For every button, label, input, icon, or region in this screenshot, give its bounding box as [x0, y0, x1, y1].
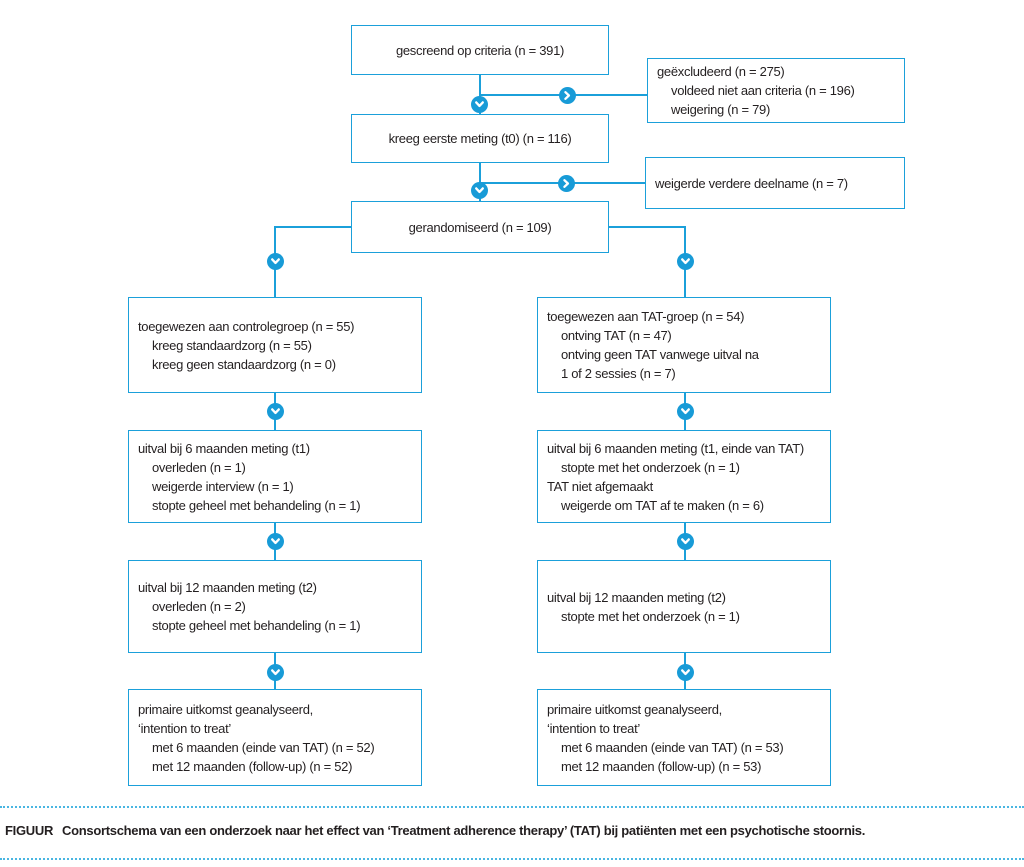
arrow-right-icon [559, 87, 576, 104]
box-text: ‘intention to treat’ [138, 720, 232, 736]
box-text: weigerde interview (n = 1) [152, 478, 294, 494]
arrow-down-icon [677, 403, 694, 420]
box-text: geëxcludeerd (n = 275) [657, 64, 785, 79]
box-tat-dropout-t2: uitval bij 12 maanden meting (t2) stopte… [537, 560, 831, 653]
box-screened: gescreend op criteria (n = 391) [351, 25, 609, 75]
box-control-primary-analysis: primaire uitkomst geanalyseerd, ‘intenti… [128, 689, 422, 786]
box-text: gerandomiseerd (n = 109) [408, 219, 552, 235]
box-text: gescreend op criteria (n = 391) [395, 42, 565, 58]
caption-bottom-rule [0, 858, 1024, 860]
box-text: met 6 maanden (einde van TAT) (n = 53) [561, 739, 784, 755]
box-text: ontving geen TAT vanwege uitval na [561, 347, 759, 362]
box-text: met 12 maanden (follow-up) (n = 53) [561, 758, 762, 774]
box-refused-further-participation: weigerde verdere deelname (n = 7) [645, 157, 905, 209]
box-text: 1 of 2 sessies (n = 7) [561, 366, 676, 381]
box-text: uitval bij 12 maanden meting (t2) [138, 580, 317, 595]
box-tat-dropout-t1: uitval bij 6 maanden meting (t1, einde v… [537, 430, 831, 523]
box-text: stopte met het onderzoek (n = 1) [561, 459, 740, 475]
box-randomised: gerandomiseerd (n = 109) [351, 201, 609, 253]
box-text: overleden (n = 1) [152, 459, 246, 475]
arrow-down-icon [267, 403, 284, 420]
box-text: toegewezen aan TAT-groep (n = 54) [547, 309, 745, 324]
figure-caption-label: FIGUUR [5, 823, 54, 838]
box-control-dropout-t1: uitval bij 6 maanden meting (t1) overled… [128, 430, 422, 523]
arrow-down-icon [471, 182, 488, 199]
box-text: weigering (n = 79) [671, 102, 771, 117]
arrow-right-icon [558, 175, 575, 192]
box-text: TAT niet afgemaakt [547, 478, 653, 494]
box-text: kreeg standaardzorg (n = 55) [152, 337, 312, 353]
arrow-down-icon [677, 664, 694, 681]
box-text: kreeg eerste meting (t0) (n = 116) [388, 131, 572, 146]
caption-top-rule [0, 806, 1024, 808]
figure-caption: FIGUUR Consortschema van een onderzoek na… [5, 822, 1019, 840]
box-text: uitval bij 6 maanden meting (t1) [138, 440, 310, 456]
box-tat-primary-analysis: primaire uitkomst geanalyseerd, ‘intenti… [537, 689, 831, 786]
box-text: weigerde om TAT af te maken (n = 6) [561, 497, 764, 513]
arrow-down-icon [677, 253, 694, 270]
box-text: stopte geheel met behandeling (n = 1) [152, 497, 361, 513]
box-text: met 12 maanden (follow-up) (n = 52) [152, 758, 353, 774]
box-excluded: geëxcludeerd (n = 275) voldeed niet aan … [647, 58, 905, 123]
box-text: weigerde verdere deelname (n = 7) [655, 175, 848, 191]
box-text: voldeed niet aan criteria (n = 196) [671, 83, 855, 98]
figure-caption-text: Consortschema van een onderzoek naar het… [62, 823, 866, 838]
box-text: ‘intention to treat’ [547, 720, 641, 736]
box-text: kreeg geen standaardzorg (n = 0) [152, 356, 336, 372]
box-text: stopte met het onderzoek (n = 1) [561, 608, 740, 624]
box-text: overleden (n = 2) [152, 599, 246, 614]
box-text: primaire uitkomst geanalyseerd, [138, 701, 313, 717]
box-text: met 6 maanden (einde van TAT) (n = 52) [152, 739, 375, 755]
arrow-down-icon [267, 664, 284, 681]
box-text: stopte geheel met behandeling (n = 1) [152, 618, 361, 633]
box-text: uitval bij 12 maanden meting (t2) [547, 589, 726, 605]
flow-line [609, 226, 685, 228]
box-text: toegewezen aan controlegroep (n = 55) [138, 318, 355, 334]
box-tat-allocation: toegewezen aan TAT-groep (n = 54) ontvin… [537, 297, 831, 393]
box-text: uitval bij 6 maanden meting (t1, einde v… [547, 440, 804, 456]
box-first-measurement: kreeg eerste meting (t0) (n = 116) [351, 114, 609, 163]
box-control-dropout-t2: uitval bij 12 maanden meting (t2) overle… [128, 560, 422, 653]
arrow-down-icon [677, 533, 694, 550]
box-text: ontving TAT (n = 47) [561, 328, 672, 343]
flow-line [275, 226, 352, 228]
arrow-down-icon [267, 253, 284, 270]
arrow-down-icon [471, 96, 488, 113]
arrow-down-icon [267, 533, 284, 550]
box-control-allocation: toegewezen aan controlegroep (n = 55) kr… [128, 297, 422, 393]
box-text: primaire uitkomst geanalyseerd, [547, 701, 722, 717]
